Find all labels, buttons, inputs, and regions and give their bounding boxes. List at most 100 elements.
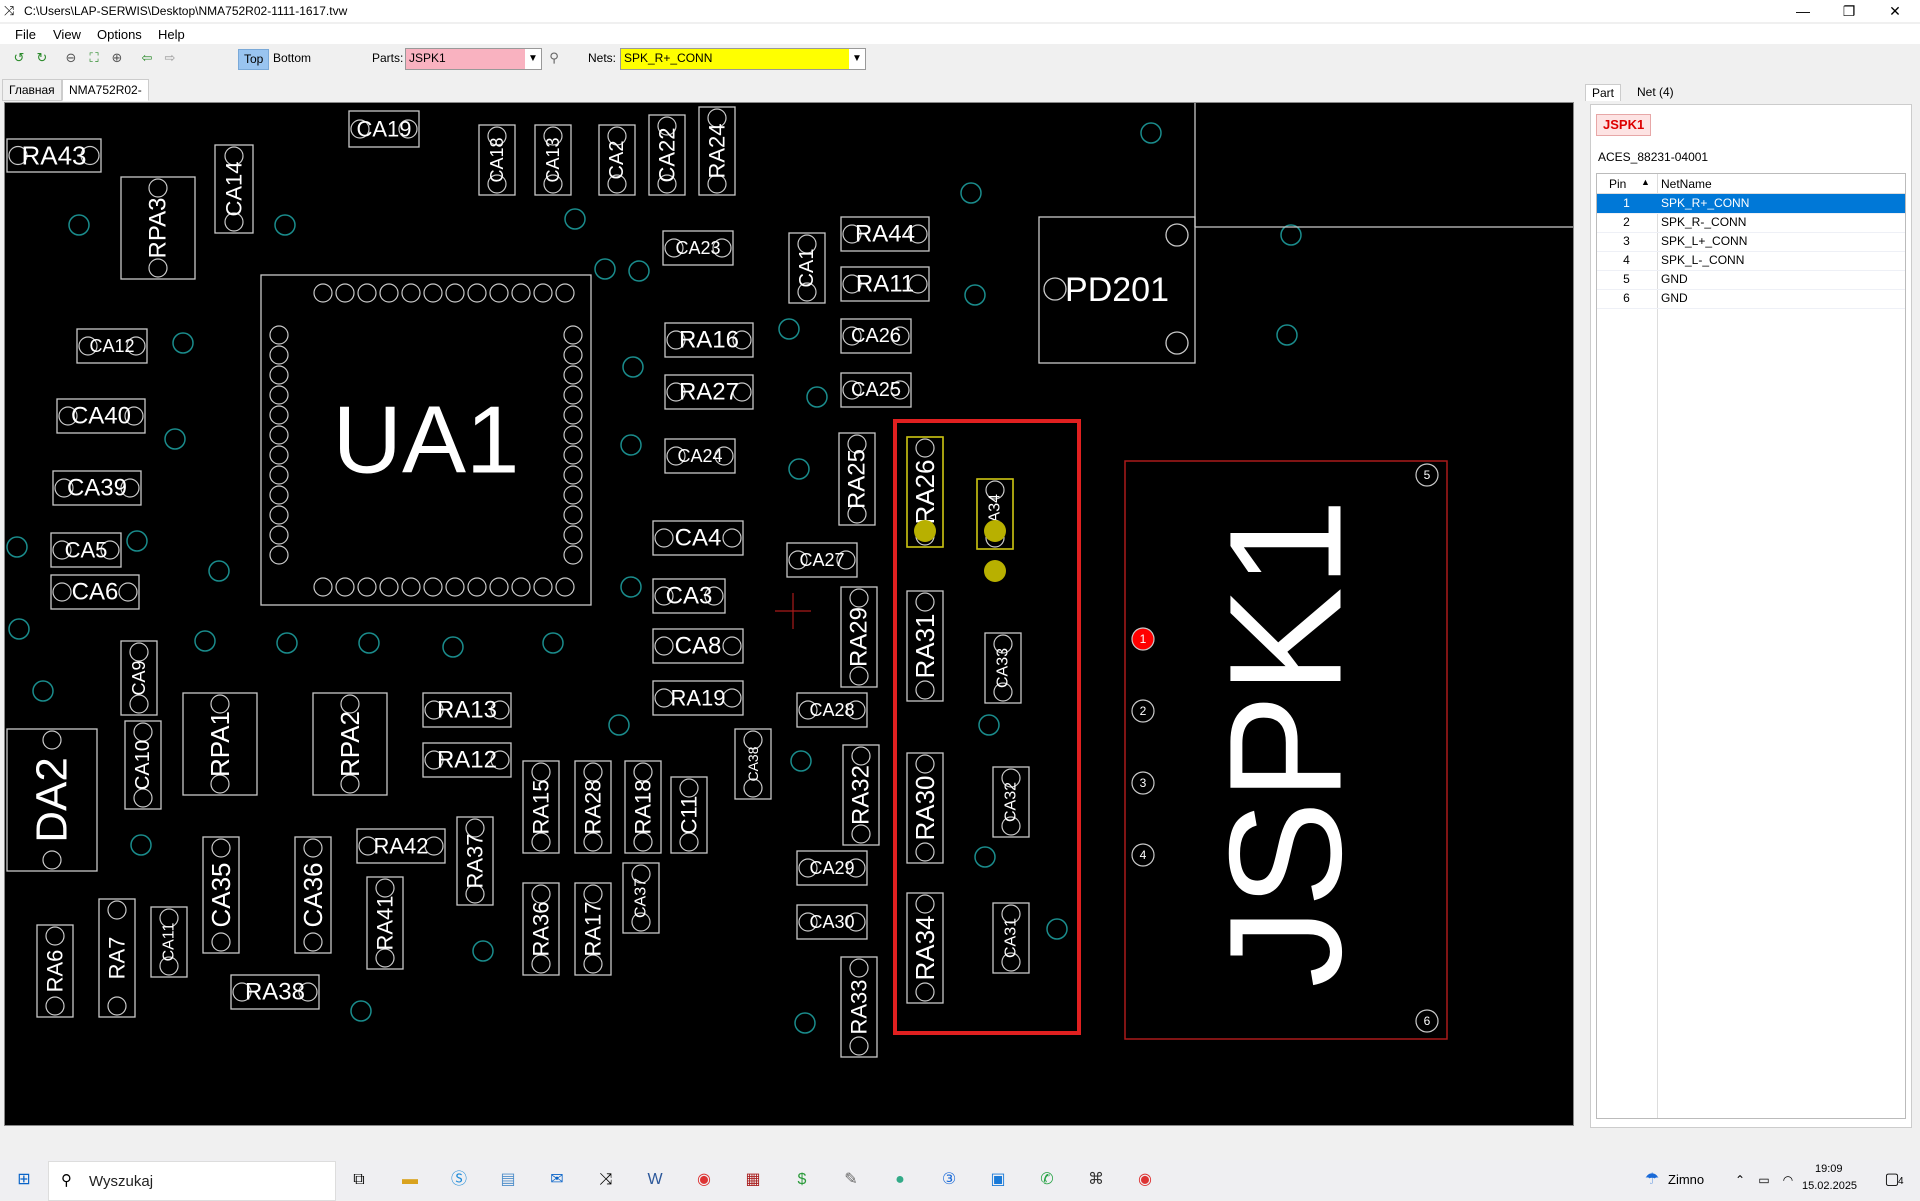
nets-input[interactable]: [621, 49, 849, 67]
green-app-icon[interactable]: $: [797, 1171, 807, 1188]
pad[interactable]: [120, 478, 140, 498]
part-label[interactable]: CA33: [995, 648, 1012, 688]
pad[interactable]: [664, 238, 684, 258]
pad[interactable]: [563, 505, 583, 525]
pad[interactable]: [722, 528, 742, 548]
part-label[interactable]: CA25: [851, 379, 901, 401]
pad[interactable]: [732, 382, 752, 402]
part-label[interactable]: RA34: [910, 915, 940, 980]
part-outline[interactable]: [842, 744, 880, 846]
via[interactable]: [542, 632, 564, 654]
connector-pin[interactable]: [1415, 463, 1439, 487]
pad[interactable]: [842, 224, 862, 244]
pad[interactable]: [511, 577, 531, 597]
via[interactable]: [788, 458, 810, 480]
clock-time[interactable]: 19:09: [1815, 1163, 1843, 1175]
part-label[interactable]: RA11: [856, 271, 914, 298]
pad[interactable]: [743, 730, 763, 750]
pad[interactable]: [533, 283, 553, 303]
windows-start-icon[interactable]: ⊞: [17, 1171, 31, 1188]
part-outline[interactable]: [50, 574, 140, 610]
pad[interactable]: [379, 283, 399, 303]
pad[interactable]: [126, 336, 146, 356]
pad[interactable]: [847, 434, 867, 454]
pad[interactable]: [8, 145, 28, 166]
via[interactable]: [194, 630, 216, 652]
via[interactable]: [594, 258, 616, 280]
pad[interactable]: [45, 926, 65, 946]
pad[interactable]: [107, 996, 127, 1016]
part-label[interactable]: CA8: [675, 633, 722, 660]
pad[interactable]: [743, 778, 763, 798]
via[interactable]: [620, 576, 642, 598]
connector-pin-label[interactable]: 5: [1424, 468, 1431, 482]
pad[interactable]: [42, 730, 62, 750]
pad[interactable]: [851, 824, 871, 844]
pad[interactable]: [543, 126, 563, 146]
via[interactable]: [622, 356, 644, 378]
part-label[interactable]: CA26: [851, 325, 901, 347]
pad[interactable]: [1043, 277, 1067, 301]
pad[interactable]: [490, 700, 510, 720]
pad[interactable]: [842, 380, 862, 400]
pad[interactable]: [340, 774, 360, 794]
clock-date[interactable]: 15.02.2025: [1802, 1180, 1858, 1192]
boardviewer-icon[interactable]: ⤨: [599, 1171, 613, 1188]
part-label[interactable]: CA24: [677, 446, 722, 466]
part-outline[interactable]: [788, 232, 826, 304]
via[interactable]: [964, 284, 986, 306]
pad[interactable]: [269, 525, 289, 545]
pad[interactable]: [915, 592, 935, 612]
part-label[interactable]: CA19: [356, 117, 411, 142]
part-label[interactable]: RA31: [910, 613, 940, 678]
pad[interactable]: [1001, 816, 1021, 836]
pad[interactable]: [269, 465, 289, 485]
dev-app-icon[interactable]: ⌘: [1088, 1171, 1104, 1188]
pad[interactable]: [531, 762, 551, 782]
bottom-side-button[interactable]: Bottom: [273, 51, 312, 65]
pad[interactable]: [118, 582, 138, 602]
pad[interactable]: [851, 746, 871, 766]
pad[interactable]: [224, 212, 244, 232]
part-outline[interactable]: [456, 816, 494, 906]
pad[interactable]: [654, 636, 674, 656]
part-outline[interactable]: [478, 124, 516, 196]
pad[interactable]: [563, 485, 583, 505]
pad[interactable]: [666, 382, 686, 402]
pad[interactable]: [1165, 331, 1189, 355]
pad[interactable]: [732, 330, 752, 350]
part-label[interactable]: CA9: [129, 660, 149, 695]
pad[interactable]: [401, 577, 421, 597]
pad[interactable]: [269, 445, 289, 465]
via[interactable]: [68, 214, 90, 236]
pad[interactable]: [583, 884, 603, 904]
pad[interactable]: [52, 582, 72, 602]
pad[interactable]: [269, 425, 289, 445]
pad[interactable]: [148, 258, 168, 278]
whatsapp-icon[interactable]: ✆: [1040, 1171, 1054, 1188]
part-outline[interactable]: [56, 398, 146, 434]
part-label[interactable]: CA12: [89, 336, 134, 356]
part-label[interactable]: RA36: [529, 901, 554, 956]
part-outline[interactable]: [796, 904, 868, 940]
part-outline[interactable]: [422, 742, 512, 778]
part-label[interactable]: CA29: [809, 858, 854, 878]
pad[interactable]: [533, 577, 553, 597]
pad[interactable]: [563, 545, 583, 565]
taskbar-search[interactable]: ⚲ Wyszukaj: [48, 1161, 336, 1201]
pad[interactable]: [563, 345, 583, 365]
pad[interactable]: [563, 445, 583, 465]
pad[interactable]: [489, 577, 509, 597]
part-label[interactable]: RA17: [581, 901, 606, 956]
pad[interactable]: [269, 405, 289, 425]
pad[interactable]: [798, 858, 818, 878]
nets-combo[interactable]: ▼: [620, 48, 866, 70]
via[interactable]: [778, 318, 800, 340]
pad[interactable]: [666, 330, 686, 350]
net-highlight[interactable]: [906, 436, 944, 548]
pad[interactable]: [232, 982, 252, 1002]
part-label[interactable]: CA18: [487, 137, 507, 182]
part-label[interactable]: RA32: [848, 765, 875, 825]
pad[interactable]: [487, 174, 507, 194]
part-outline[interactable]: [734, 728, 772, 800]
